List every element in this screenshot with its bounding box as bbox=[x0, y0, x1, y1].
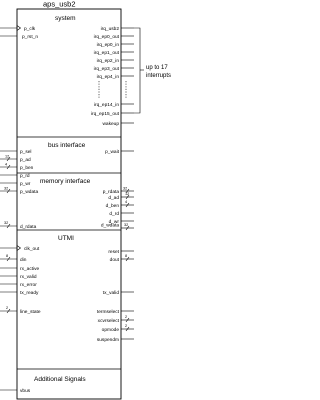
pin-label-rx-error: rx_error bbox=[20, 282, 37, 288]
pin-label-reset: reset bbox=[108, 249, 119, 255]
pin-label-d-wdata: d_wdata bbox=[101, 223, 119, 229]
bus-width-xcvrselect: 2 bbox=[125, 315, 127, 319]
clock-marker-icon bbox=[16, 24, 22, 32]
bus-slash-p-wdata bbox=[6, 188, 11, 194]
pin-label-din: din bbox=[20, 257, 27, 263]
pin-label-d-ad: d_ad bbox=[108, 195, 119, 201]
section-title-bus-interface: bus interface bbox=[48, 142, 86, 149]
bus-slash-d-rdata bbox=[6, 223, 11, 229]
bus-width-opmode: 2 bbox=[125, 324, 127, 328]
pin-label-irq-ep2-in: irq_ep2_in bbox=[97, 58, 120, 64]
bus-slash-p-ben bbox=[6, 164, 11, 170]
section-title-memory-interface: memory interface bbox=[40, 178, 91, 185]
pin-label-irq-ep4-in: irq_ep4_in bbox=[97, 74, 120, 80]
pin-label-d-wr: d_wr bbox=[109, 219, 120, 225]
pin-label-irq-ep0-in: irq_ep0_in bbox=[97, 42, 120, 48]
bus-width-p-ben: 4 bbox=[5, 163, 7, 167]
pin-label-dout: dout bbox=[110, 257, 120, 263]
pin-label-wakeup: wakeup bbox=[102, 121, 119, 127]
pin-label-p-ad: p_ad bbox=[20, 157, 31, 163]
bus-width-din: 8 bbox=[6, 254, 8, 258]
bus-slash-d-ben bbox=[125, 202, 130, 208]
bus-width-p-rdata: 32 bbox=[123, 187, 127, 191]
bus-width-d-ben: 4 bbox=[125, 200, 127, 204]
clock-marker-icon bbox=[16, 244, 22, 252]
pin-label-rx-active: rx_active bbox=[20, 266, 40, 272]
pin-label-suspendm: suspendm bbox=[97, 337, 119, 343]
bus-width-d-ad: 12 bbox=[125, 192, 129, 196]
bus-slash-p-rdata bbox=[125, 188, 130, 194]
pin-label-opmode: opmode bbox=[102, 327, 120, 333]
pin-label-termselect: termselect bbox=[97, 309, 120, 315]
bus-slash-d-ad bbox=[125, 194, 130, 200]
pin-label-p-sel: p_sel bbox=[20, 149, 31, 155]
pin-label-p-ben: p_ben bbox=[20, 165, 34, 171]
pin-label-clk-out: clk_out bbox=[24, 246, 40, 252]
pin-label-p-rdata: p_rdata bbox=[103, 189, 120, 195]
pin-label-p-clk: p_clk bbox=[24, 26, 36, 32]
pin-label-irq-ep1-out: irq_ep1_out bbox=[94, 50, 120, 56]
bus-slash-d-wdata bbox=[125, 225, 130, 231]
bus-slash-opmode bbox=[125, 326, 130, 332]
bus-width-dout: 8 bbox=[125, 254, 127, 258]
aps-usb2-block-diagram: aps_usb2 system p_clk p_rst_n irq_usb2 i… bbox=[0, 0, 171, 400]
bus-slash-dout bbox=[125, 256, 130, 262]
pin-label-irq-ep3-out: irq_ep3_out bbox=[94, 66, 120, 72]
section-title-additional-signals: Additional Signals bbox=[34, 376, 86, 383]
pin-label-p-wait: p_wait bbox=[105, 149, 120, 155]
block-outline bbox=[16, 8, 122, 400]
pin-label-p-wdata: p_wdata bbox=[20, 189, 38, 195]
bus-slash-xcvrselect bbox=[125, 317, 130, 323]
pin-label-vbus: vbus bbox=[20, 388, 31, 394]
section-title-system: system bbox=[55, 15, 76, 22]
interrupt-bracket bbox=[134, 27, 141, 114]
pin-label-p-rd: p_rd bbox=[20, 173, 30, 179]
interrupt-annotation: up to 17 interrupts bbox=[146, 65, 171, 79]
pin-label-d-rdata: d_rdata bbox=[20, 224, 37, 230]
pin-label-irq-usb2: irq_usb2 bbox=[101, 26, 120, 32]
pin-label-irq-ep15-out: irq_ep15_out bbox=[91, 111, 120, 117]
bus-slash-din bbox=[6, 256, 11, 262]
bus-width-p-wdata: 32 bbox=[4, 187, 8, 191]
pin-label-d-ben: d_ben bbox=[106, 203, 120, 209]
bus-width-d-rdata: 32 bbox=[4, 221, 8, 225]
pin-label-irq-ep14-in: irq_ep14_in bbox=[94, 102, 119, 108]
pin-label-line-state: line_state bbox=[20, 309, 41, 315]
bus-width-line-state: 2 bbox=[6, 306, 8, 310]
pin-label-xcvrselect: xcvrselect bbox=[98, 318, 120, 324]
bus-width-p-ad: 12 bbox=[5, 155, 9, 159]
block-title: aps_usb2 bbox=[43, 0, 76, 9]
pin-label-tx-ready: tx_ready bbox=[20, 290, 39, 296]
bus-width-d-wdata: 32 bbox=[124, 223, 128, 227]
pin-label-p-wr: p_wr bbox=[20, 181, 31, 187]
bus-slash-p-ad bbox=[6, 156, 11, 162]
pin-label-p-rst-n: p_rst_n bbox=[22, 34, 38, 40]
pin-label-rx-valid: rx_valid bbox=[20, 274, 37, 280]
section-title-utmi: UTMI bbox=[58, 235, 74, 242]
bus-slash-line-state bbox=[6, 308, 11, 314]
pin-label-d-rd: d_rd bbox=[109, 211, 119, 217]
pin-label-irq-ep0-out: irq_ep0_out bbox=[94, 34, 120, 40]
pin-label-tx-valid: tx_valid bbox=[103, 290, 120, 296]
